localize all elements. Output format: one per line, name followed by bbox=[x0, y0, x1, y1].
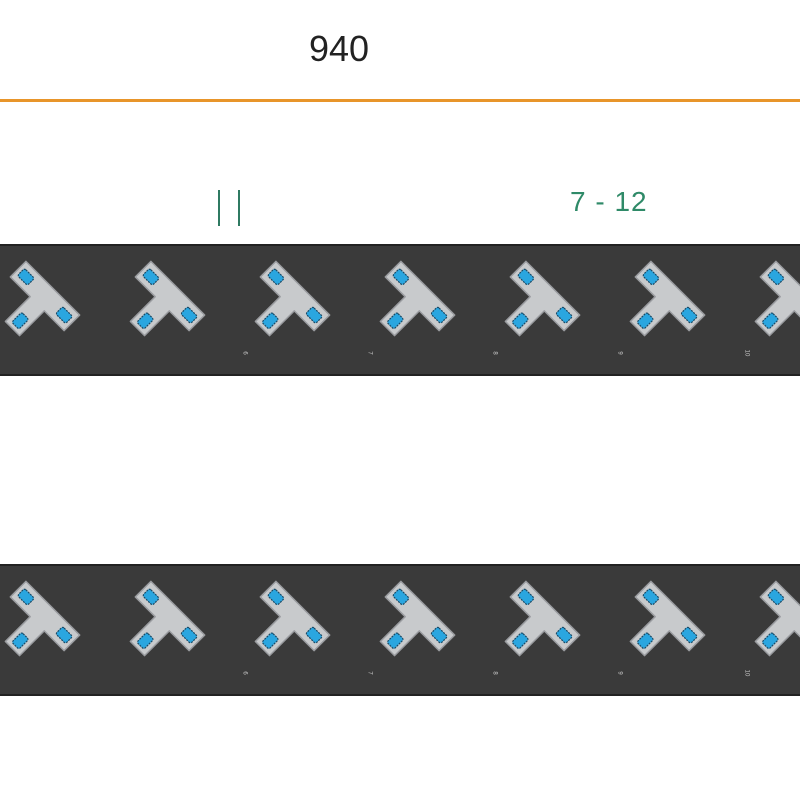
dimension-line bbox=[0, 99, 800, 102]
outlet-body bbox=[129, 260, 206, 337]
outlet-slot bbox=[305, 626, 323, 644]
outlet-slot bbox=[430, 306, 448, 324]
pdu-strip-top: 67891011 bbox=[0, 244, 800, 376]
outlet-body bbox=[629, 580, 706, 657]
outlet-slot bbox=[17, 268, 35, 286]
outlet-slot bbox=[142, 268, 160, 286]
outlet-slot bbox=[636, 312, 654, 330]
outlet[interactable] bbox=[236, 260, 331, 355]
outlet-body bbox=[254, 260, 331, 337]
outlet-slot bbox=[636, 632, 654, 650]
outlet[interactable] bbox=[111, 580, 206, 675]
outlet-body bbox=[504, 260, 581, 337]
outlet-number: 10 bbox=[743, 669, 750, 677]
outlet-slot bbox=[142, 588, 160, 606]
outlet-slot bbox=[136, 632, 154, 650]
outlet-slot bbox=[17, 588, 35, 606]
outlet[interactable] bbox=[0, 580, 81, 675]
outlet-body bbox=[129, 580, 206, 657]
outlet-slot bbox=[386, 632, 404, 650]
outlet-body bbox=[629, 260, 706, 337]
outlet-slot bbox=[761, 312, 779, 330]
outlet-number: 10 bbox=[743, 349, 750, 357]
outlet-body bbox=[4, 580, 81, 657]
dimension-label: 940 bbox=[308, 28, 370, 69]
outlet-body bbox=[379, 580, 456, 657]
outlet-number: 6 bbox=[241, 671, 248, 675]
outlet-slot bbox=[767, 588, 785, 606]
outlet-number: 8 bbox=[491, 351, 498, 355]
outlet[interactable] bbox=[111, 260, 206, 355]
outlet-slot bbox=[55, 306, 73, 324]
outlet-number: 7 bbox=[366, 671, 373, 675]
outlet[interactable] bbox=[736, 580, 800, 675]
outlet-number: 9 bbox=[616, 671, 623, 675]
outlet[interactable] bbox=[361, 580, 456, 675]
outlet-body bbox=[4, 260, 81, 337]
outlet[interactable] bbox=[486, 260, 581, 355]
outlet-slot bbox=[261, 632, 279, 650]
group-label-7-12: 7 - 12 bbox=[570, 186, 648, 217]
outlet[interactable] bbox=[736, 260, 800, 355]
outlet[interactable] bbox=[361, 260, 456, 355]
outlet-slot bbox=[430, 626, 448, 644]
outlet-slot bbox=[511, 312, 529, 330]
outlets bbox=[0, 580, 800, 675]
outlet-body bbox=[254, 580, 331, 657]
outlets bbox=[0, 260, 800, 355]
outlet-slot bbox=[761, 632, 779, 650]
outlet-slot bbox=[642, 588, 660, 606]
outlet-slot bbox=[517, 588, 535, 606]
group-marker-bars bbox=[216, 190, 242, 226]
outlet-slot bbox=[386, 312, 404, 330]
outlet-slot bbox=[55, 626, 73, 644]
outlet-body bbox=[504, 580, 581, 657]
outlet[interactable] bbox=[486, 580, 581, 675]
outlet-slot bbox=[11, 632, 29, 650]
outlet[interactable] bbox=[611, 580, 706, 675]
outlet-slot bbox=[180, 306, 198, 324]
outlet[interactable] bbox=[0, 260, 81, 355]
outlet-number: 8 bbox=[491, 671, 498, 675]
outlet[interactable] bbox=[611, 260, 706, 355]
outlet-slot bbox=[261, 312, 279, 330]
outlet-number: 7 bbox=[366, 351, 373, 355]
outlet-body bbox=[379, 260, 456, 337]
outlet-number: 6 bbox=[241, 351, 248, 355]
outlet-number: 9 bbox=[616, 351, 623, 355]
outlet-slot bbox=[392, 588, 410, 606]
outlet-slot bbox=[267, 588, 285, 606]
outlet-slot bbox=[305, 306, 323, 324]
outlet-slot bbox=[180, 626, 198, 644]
outlet[interactable] bbox=[236, 580, 331, 675]
outlet-slot bbox=[511, 632, 529, 650]
pdu-strip-bottom: 67891011 bbox=[0, 564, 800, 696]
